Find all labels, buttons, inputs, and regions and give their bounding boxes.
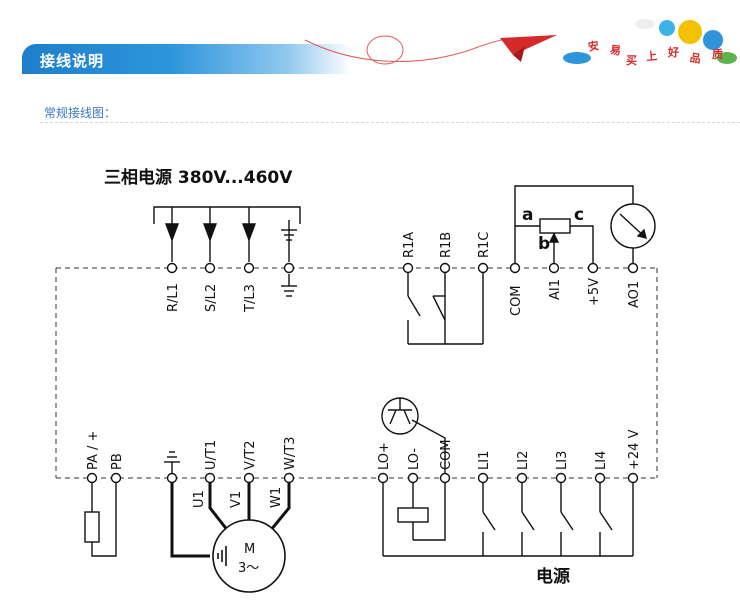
terminal-label: COM bbox=[439, 439, 454, 470]
phase-label: U1 bbox=[192, 490, 207, 508]
terminal-label: +24 V bbox=[627, 429, 642, 470]
terminal-label: R1B bbox=[439, 232, 454, 258]
terminal-label: U/T1 bbox=[204, 440, 219, 470]
motor-icon bbox=[212, 519, 286, 593]
terminal-label: S/L2 bbox=[204, 284, 219, 312]
relay-contacts bbox=[407, 272, 484, 345]
header-banner: 接线说明 安 易 买 上 好 品 质 bbox=[0, 0, 740, 78]
terminal-label: R1A bbox=[402, 232, 417, 258]
swoosh-line bbox=[304, 39, 471, 62]
ground-icon bbox=[164, 451, 180, 473]
phase-label: W1 bbox=[269, 487, 284, 508]
pot-label: b bbox=[538, 234, 550, 254]
terminal-label: LI4 bbox=[594, 451, 609, 470]
supply-label: 三相电源 380V...460V bbox=[104, 167, 293, 188]
slogan-char: 好 bbox=[668, 46, 679, 59]
braking-resistor bbox=[84, 483, 117, 557]
swoosh-loop bbox=[366, 35, 404, 65]
title-bar bbox=[22, 44, 352, 74]
terminal-label: T/L3 bbox=[243, 284, 258, 313]
motor-name: M bbox=[244, 542, 255, 557]
terminal-label: PA / + bbox=[86, 431, 101, 470]
slogan-char: 买 bbox=[626, 54, 637, 67]
drive-enclosure bbox=[55, 267, 658, 479]
terminal-label: LO+ bbox=[377, 442, 392, 470]
fuse-icon bbox=[241, 207, 257, 262]
terminal-label: LI2 bbox=[516, 451, 531, 470]
section-divider bbox=[40, 122, 740, 123]
bottom-terminal-circles bbox=[86, 472, 639, 484]
fuse-icon bbox=[202, 207, 218, 262]
top-terminal-circles bbox=[166, 262, 639, 274]
logic-input-switches bbox=[482, 483, 634, 556]
terminal-label: LO- bbox=[407, 448, 422, 470]
slogan-char: 质 bbox=[712, 48, 723, 61]
terminal-label: PB bbox=[110, 453, 125, 470]
potentiometer bbox=[514, 185, 634, 264]
section-subtitle: 常规接线图： bbox=[44, 106, 117, 120]
meter-icon bbox=[610, 203, 656, 249]
terminal-label: W/T3 bbox=[283, 437, 298, 470]
fuse-icon bbox=[164, 207, 180, 262]
page-title: 接线说明 bbox=[40, 52, 105, 70]
transistor-icon bbox=[381, 397, 419, 435]
motor-wiring bbox=[170, 483, 291, 558]
terminal-label: LI3 bbox=[555, 451, 570, 470]
terminal-label: COM bbox=[509, 285, 524, 316]
terminal-label: AI1 bbox=[548, 279, 563, 300]
banner-decoration bbox=[304, 19, 737, 65]
power-label: 电源 bbox=[536, 566, 570, 587]
pot-label: a bbox=[522, 205, 533, 225]
terminal-label: V/T2 bbox=[243, 441, 258, 471]
logic-output-wiring bbox=[382, 419, 633, 557]
paper-plane-icon bbox=[500, 35, 557, 62]
ground-icon bbox=[281, 220, 297, 297]
terminal-label: +5V bbox=[587, 278, 602, 306]
motor-spec: 3～ bbox=[238, 561, 259, 576]
terminal-label: R/L1 bbox=[166, 283, 181, 312]
supply-bracket bbox=[153, 206, 301, 224]
terminal-label: LI1 bbox=[477, 451, 492, 470]
terminal-label: AO1 bbox=[627, 281, 642, 308]
pot-label: c bbox=[574, 205, 584, 225]
phase-label: V1 bbox=[229, 491, 244, 508]
cloud-icon bbox=[563, 52, 591, 64]
balloon-icon bbox=[678, 20, 702, 44]
terminal-label: R1C bbox=[477, 232, 492, 258]
